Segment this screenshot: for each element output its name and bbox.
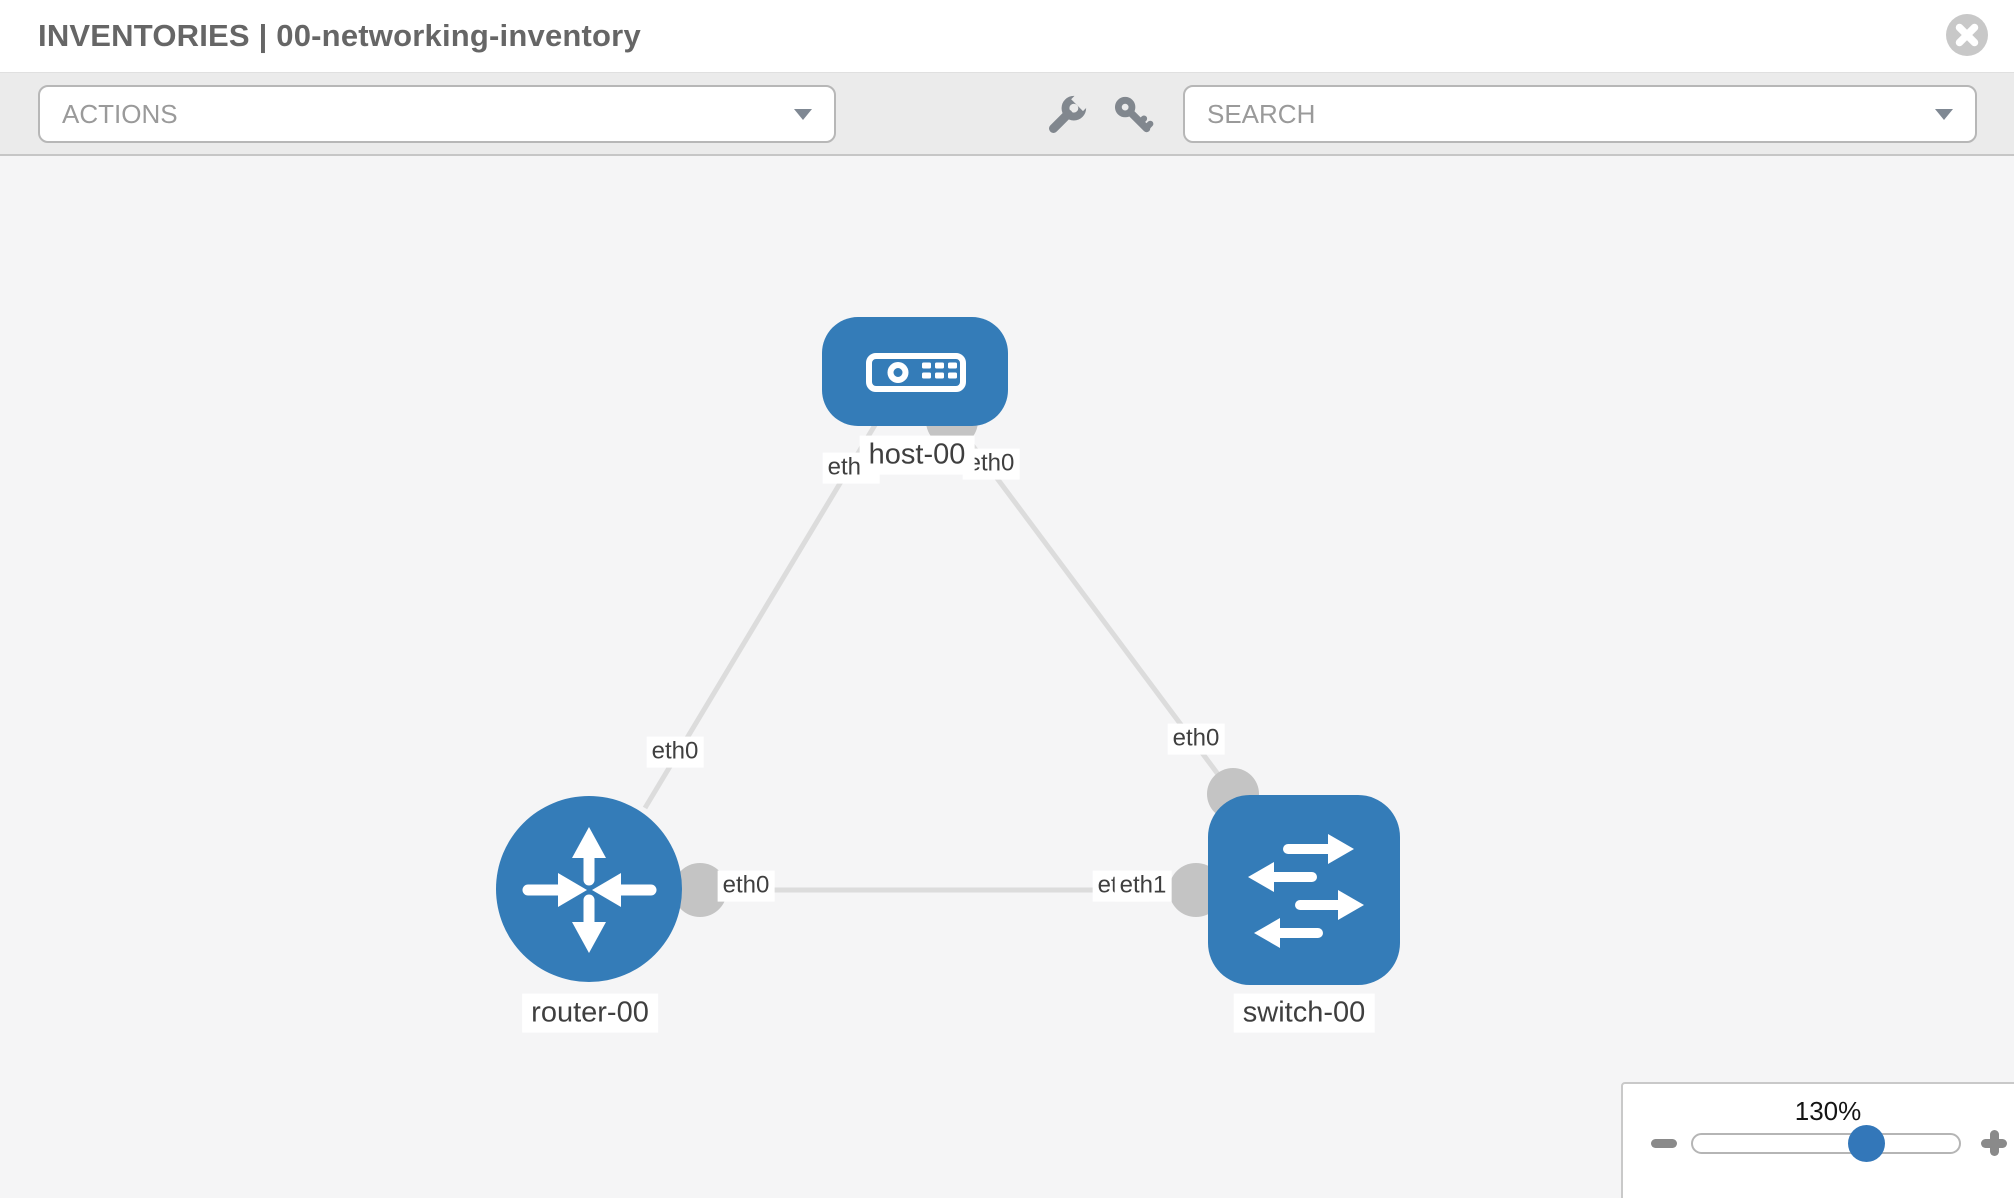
actions-dropdown[interactable]: ACTIONS <box>38 85 836 143</box>
search-dropdown-label: SEARCH <box>1207 98 1316 129</box>
page-title: INVENTORIES | 00-networking-inventory <box>38 18 641 53</box>
node-switch-00[interactable] <box>1208 795 1400 985</box>
credentials-button[interactable] <box>1110 93 1156 139</box>
close-circle-icon <box>1946 14 1988 56</box>
node-label-host: host-00 <box>859 435 975 475</box>
port-router-eth0 <box>673 863 727 917</box>
host-icon <box>866 353 966 392</box>
node-router-00[interactable] <box>496 796 682 982</box>
topology-canvas[interactable]: eth0 eth0 eth0 eth0 eth0 eth1 eth1 host-… <box>0 156 2014 1198</box>
minus-icon <box>1651 1138 1677 1148</box>
switch-icon <box>1248 834 1364 948</box>
iface-host-switch-at-switch: eth0 <box>1167 723 1225 755</box>
router-icon <box>522 827 657 953</box>
zoom-panel: 130% <box>1621 1082 2014 1198</box>
node-label-switch: switch-00 <box>1233 993 1375 1033</box>
iface-host-router-at-router: eth0 <box>646 736 704 768</box>
chevron-down-icon <box>1935 109 1953 120</box>
configure-button[interactable] <box>1043 91 1092 139</box>
topology-links <box>642 416 1235 893</box>
header: INVENTORIES | 00-networking-inventory <box>0 0 2014 72</box>
node-label-router: router-00 <box>522 993 658 1033</box>
key-icon <box>1114 96 1154 133</box>
zoom-out-button[interactable] <box>1645 1122 1683 1164</box>
actions-dropdown-label: ACTIONS <box>62 98 178 129</box>
search-dropdown[interactable]: SEARCH <box>1183 85 1977 143</box>
wrench-icon <box>1049 91 1092 133</box>
iface-router-switch-at-router: eth0 <box>717 870 775 902</box>
plus-icon <box>1981 1130 2007 1156</box>
zoom-level: 130% <box>1794 1096 1862 1126</box>
zoom-in-button[interactable] <box>1975 1122 2013 1164</box>
zoom-slider-track[interactable] <box>1691 1125 1961 1162</box>
zoom-slider-handle[interactable] <box>1848 1125 1885 1162</box>
close-button[interactable] <box>1944 12 1990 58</box>
node-host-00[interactable] <box>822 317 1008 426</box>
iface-host-switch-at-host: eth0 <box>962 448 1020 480</box>
toolbar: ACTIONS SEARCH <box>0 72 2014 156</box>
iface-router-switch-at-switch: eth1 <box>1114 870 1172 902</box>
chevron-down-icon <box>794 109 812 120</box>
